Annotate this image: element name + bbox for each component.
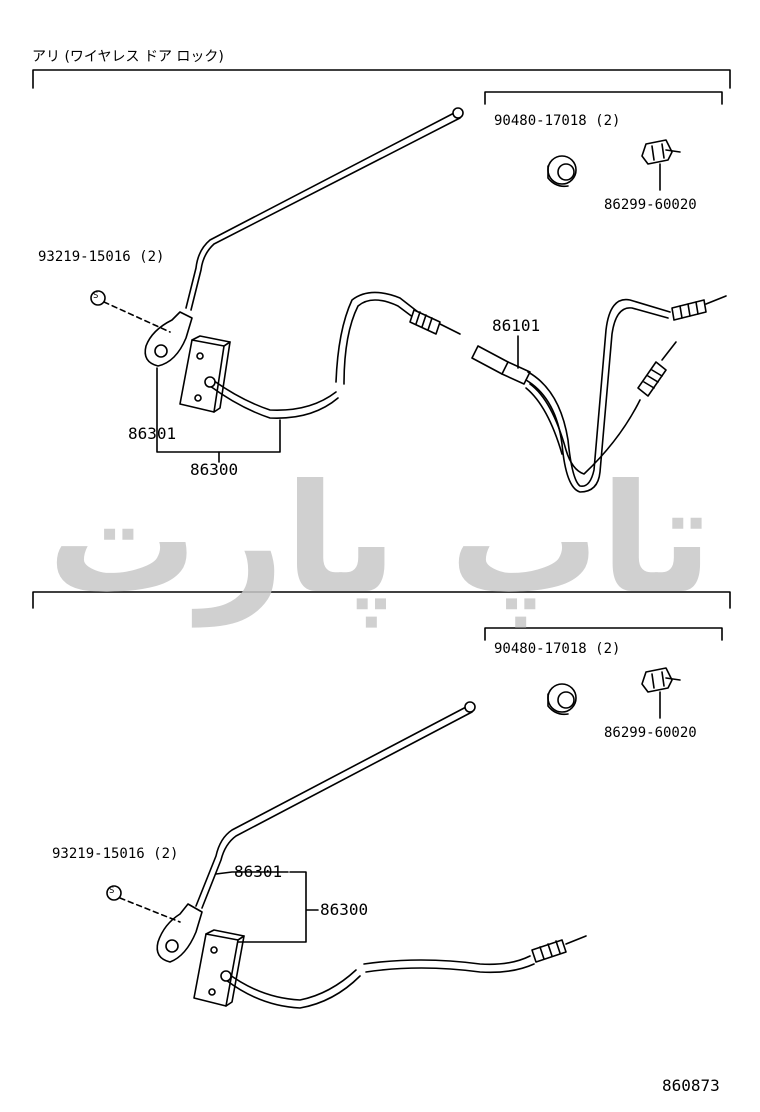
- lower-feeder-plug: [531, 935, 587, 963]
- lower-grommet: [547, 683, 577, 716]
- lower-feeder-label: 86301: [234, 862, 283, 881]
- extension-cord-label: 86101: [492, 316, 541, 335]
- lower-feeder-cable: [220, 955, 535, 1009]
- lower-clip-label: 93219-15016 (2): [52, 846, 179, 862]
- lower-mount-bracket: [193, 929, 245, 1007]
- upper-subgroup-bracket: [484, 91, 723, 105]
- upper-feeder-cable: [204, 376, 339, 419]
- lower-clip-leader: [119, 897, 181, 923]
- upper-clamp-label: 86299-60020: [604, 197, 697, 213]
- lower-clamp: [641, 667, 681, 719]
- watermark: تاپ پارت: [47, 453, 713, 627]
- upper-clip-symbol: S: [93, 291, 99, 301]
- lower-clip-icon: [106, 885, 122, 901]
- upper-antenna-base: [144, 311, 193, 367]
- upper-antenna-assy-label: 86300: [190, 460, 239, 479]
- illustration-id: 860873: [662, 1076, 720, 1095]
- lower-antenna-base: [156, 903, 203, 963]
- upper-grommet: [547, 155, 577, 188]
- lower-assy-leader: [237, 871, 319, 943]
- upper-feeder-label: 86301: [128, 424, 177, 443]
- lower-subgroup-bracket: [484, 627, 723, 641]
- lower-antenna-rod: [195, 701, 476, 909]
- upper-mount-bracket: [179, 335, 231, 413]
- lower-section-bracket: [32, 591, 731, 609]
- upper-antenna-rod: [185, 107, 464, 311]
- upper-grommet-label: 90480-17018 (2): [494, 113, 621, 129]
- upper-feeder-cable-loop: [335, 291, 419, 385]
- upper-clip-leader: [103, 301, 171, 333]
- upper-clip-icon: [90, 290, 106, 306]
- lower-grommet-label: 90480-17018 (2): [494, 641, 621, 657]
- lower-clamp-label: 86299-60020: [604, 725, 697, 741]
- upper-clip-label: 93219-15016 (2): [38, 249, 165, 265]
- diagram-title: アリ (ワイヤレス ドア ロック): [32, 49, 224, 65]
- lower-antenna-assy-label: 86300: [320, 900, 369, 919]
- lower-feeder-leader: [215, 871, 289, 875]
- upper-clamp: [641, 139, 681, 191]
- lower-clip-symbol: S: [109, 886, 115, 896]
- upper-feeder-plug: [409, 309, 461, 335]
- upper-section-bracket: [32, 69, 731, 89]
- extension-cord: [471, 295, 727, 493]
